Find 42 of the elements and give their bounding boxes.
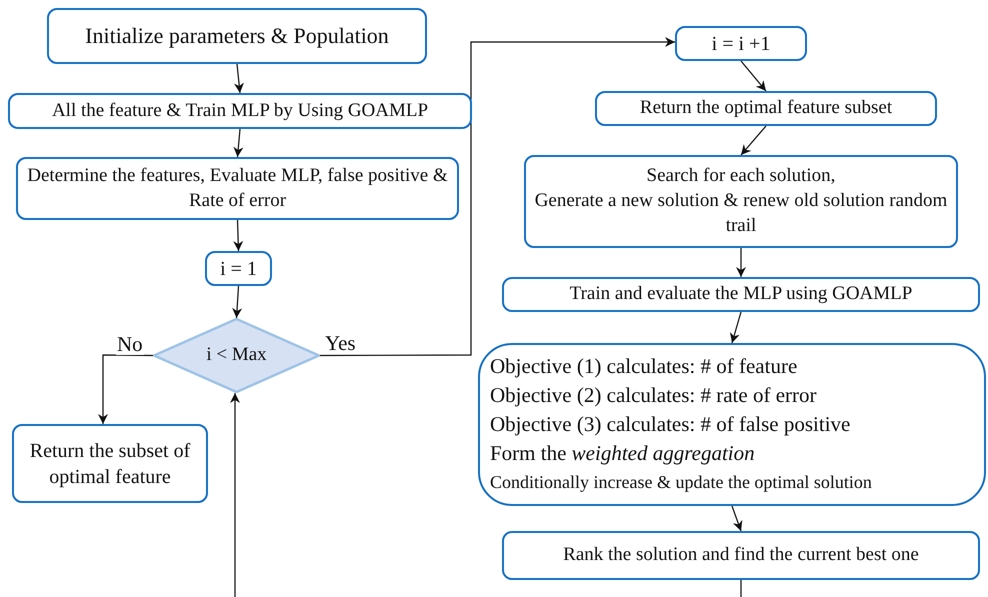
box-text: Objective (3) calculates: # of false positive [490, 411, 850, 438]
box-text: i < Max [206, 343, 267, 368]
arrow [233, 220, 244, 252]
process-box [47, 8, 427, 64]
decision-diamond [153, 318, 320, 393]
box-text: Rank the solution and find the current best one [563, 543, 919, 568]
process-box [16, 157, 459, 220]
process-box [675, 26, 807, 61]
arrow [98, 354, 153, 424]
box-text: Objective (2) calculates: # rate of error [490, 382, 816, 409]
process-box [524, 155, 958, 248]
process-box [502, 277, 980, 312]
arrow [230, 393, 240, 597]
arrow [232, 286, 242, 318]
box-text: i = 1 [220, 256, 257, 282]
box-text: Generate a new solution & renew old solution random trail [534, 189, 948, 238]
box-text: Objective (1) calculates: # of feature [490, 353, 798, 380]
arrow [234, 64, 244, 94]
box-text: Initialize parameters & Population [85, 22, 389, 50]
arrow [740, 60, 766, 92]
box-text: i = i +1 [712, 32, 770, 56]
box-text: Return the optimal feature subset [640, 96, 892, 120]
box-text: All the feature & Train MLP by Using GOAMLP [52, 98, 428, 123]
process-box [595, 91, 937, 126]
process-box [8, 93, 472, 129]
box-text: Train and evaluate the MLP using GOAMLP [570, 282, 912, 306]
process-box [205, 251, 272, 286]
box-text: Search for each solution, [646, 164, 836, 188]
box-text: Return the subset of optimal feature [28, 438, 192, 490]
arrow [320, 37, 675, 356]
arrow [736, 248, 746, 277]
box-text: Form the weighted aggregation [490, 440, 755, 467]
arrow [730, 312, 742, 344]
process-box [12, 424, 208, 503]
box-text: Conditionally increase & update the optimal solution [490, 471, 872, 494]
arrow [740, 126, 766, 156]
edge-label: No [116, 334, 144, 355]
box-text: Determine the features, Evaluate MLP, false positive & Rate of error [26, 164, 449, 212]
process-box [502, 531, 980, 580]
arrow [731, 506, 742, 532]
arrow [233, 128, 244, 158]
process-box [478, 343, 986, 506]
